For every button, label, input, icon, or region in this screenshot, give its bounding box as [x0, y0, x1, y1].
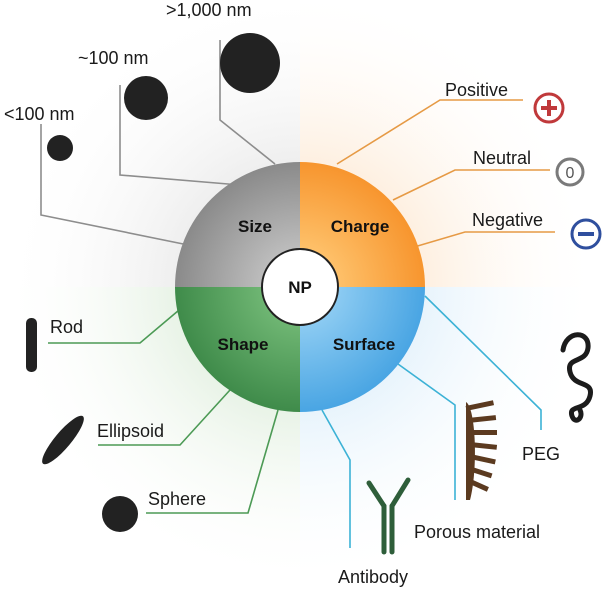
neutral-icon: 0 — [555, 157, 585, 187]
negative-icon — [570, 218, 602, 250]
charge-connectors — [336, 99, 555, 251]
ellipsoid-shape — [42, 415, 84, 465]
size-small-circle — [47, 135, 73, 161]
surface-quadrant-label: Surface — [333, 335, 395, 354]
shape-connectors — [48, 304, 279, 514]
porous-material-label: Porous material — [414, 522, 540, 542]
size-medium-circle — [124, 76, 168, 120]
neutral-label: Neutral — [473, 148, 531, 168]
antibody-icon — [366, 477, 411, 555]
porous-material-icon — [465, 400, 498, 500]
negative-label: Negative — [472, 210, 543, 230]
size-large-label: >1,000 nm — [166, 0, 252, 20]
sphere-label: Sphere — [148, 489, 206, 509]
size-large-circle — [220, 33, 280, 93]
size-quadrant-label: Size — [238, 217, 272, 236]
np-core — [261, 248, 339, 326]
charge-quadrant-label: Charge — [331, 217, 390, 236]
charge-quadrant — [300, 162, 425, 287]
size-small-label: <100 nm — [4, 104, 75, 124]
sphere-shape — [102, 496, 138, 532]
size-medium-label: ~100 nm — [78, 48, 149, 68]
ellipsoid-label: Ellipsoid — [97, 421, 164, 441]
peg-label: PEG — [522, 444, 560, 464]
antibody-label: Antibody — [338, 567, 408, 587]
np-label: NP — [288, 278, 312, 297]
positive-label: Positive — [445, 80, 508, 100]
size-quadrant — [175, 162, 300, 287]
shape-quadrant-label: Shape — [217, 335, 268, 354]
neutral-symbol: 0 — [566, 165, 575, 182]
rod-label: Rod — [50, 317, 83, 337]
size-connectors — [40, 40, 276, 248]
positive-icon — [533, 92, 565, 124]
rod-shape — [26, 318, 37, 372]
surface-quadrant — [300, 287, 425, 412]
surface-connectors — [321, 295, 542, 548]
peg-icon — [560, 332, 593, 423]
shape-quadrant — [175, 287, 300, 412]
